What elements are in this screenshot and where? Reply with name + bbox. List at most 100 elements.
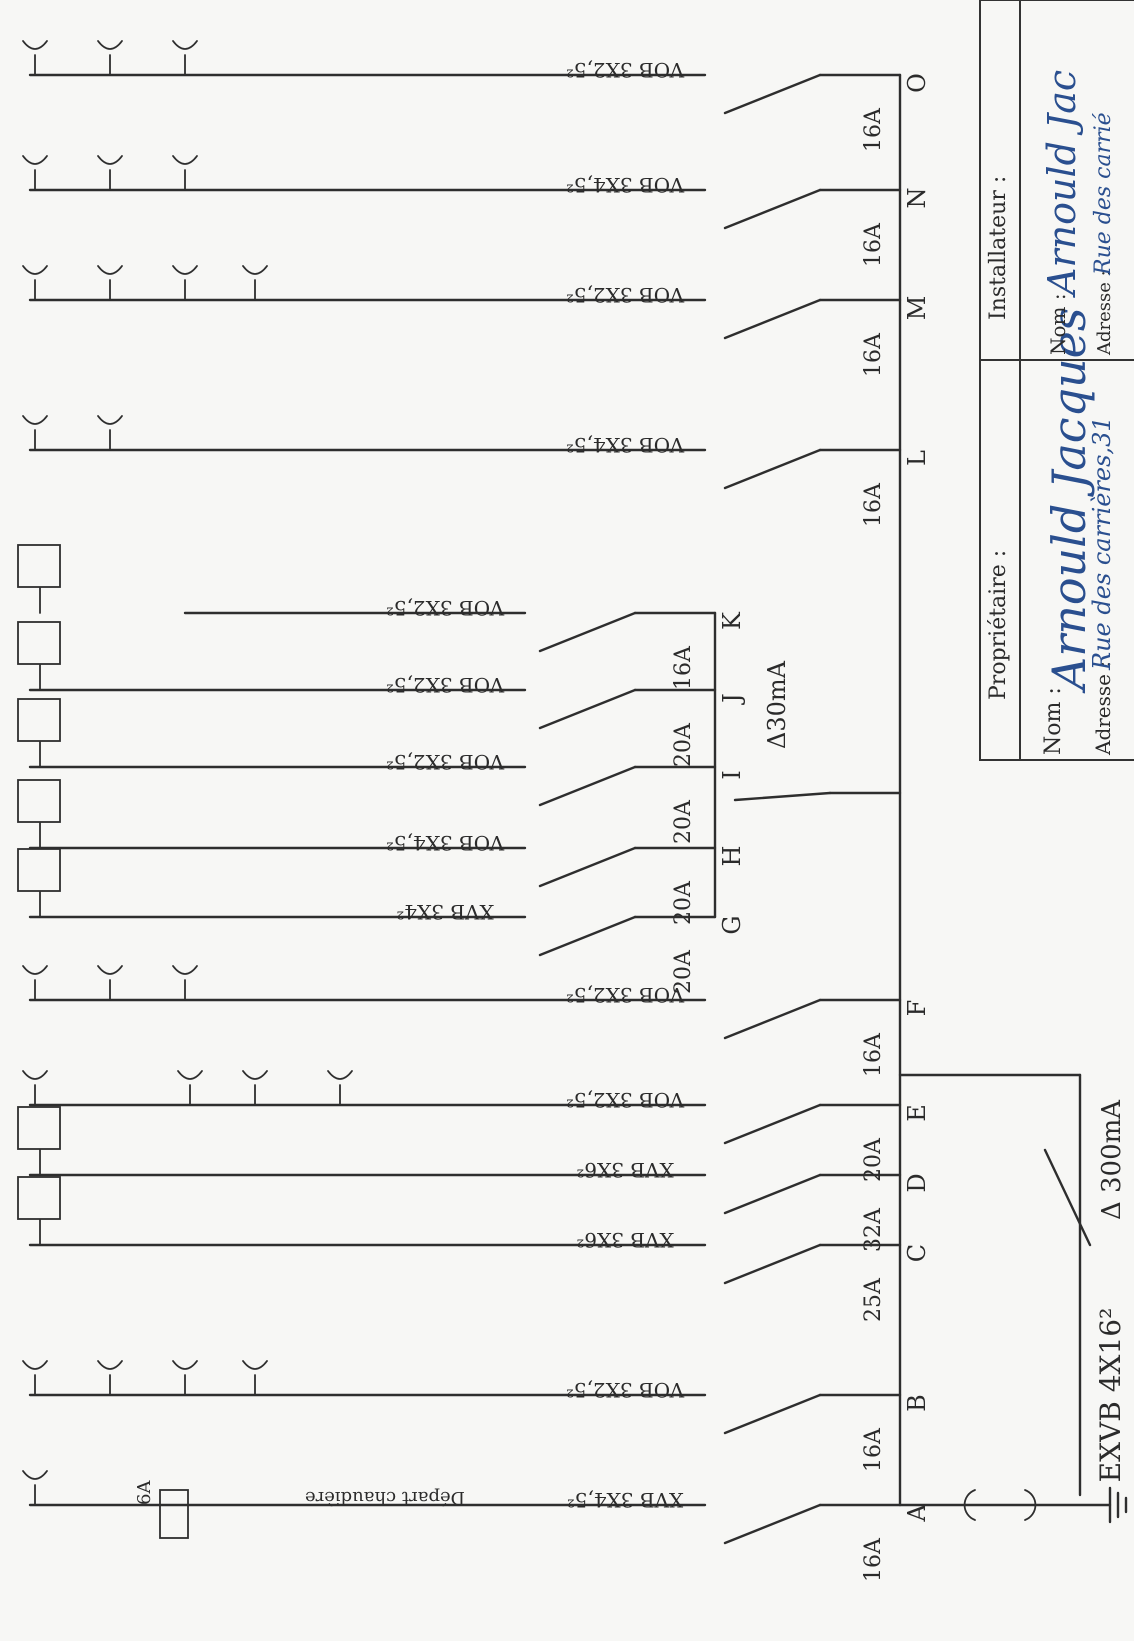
breaker-switch <box>723 1503 822 1545</box>
breaker-switch <box>723 73 822 115</box>
main-differential-label: Δ 300mA <box>1097 1099 1127 1220</box>
circuit-letter: N <box>903 188 931 209</box>
breaker-switch <box>538 611 637 653</box>
breaker-switch <box>723 188 822 230</box>
circuit-letter: J <box>718 693 746 706</box>
cable-spec: VOB 3X2,5² <box>566 1378 685 1402</box>
breaker-switch <box>723 998 822 1040</box>
breaker-rating: 20A <box>671 949 696 994</box>
breaker-rating: 16A <box>861 1537 886 1582</box>
title-block: Propriétaire : Installateur : Nom : Arno… <box>979 0 1134 761</box>
socket-outlet-icon <box>242 1360 268 1396</box>
breaker-rating: 16A <box>671 645 696 690</box>
cable-spec: VOB 3X2,5² <box>386 673 505 697</box>
breaker-rating: 20A <box>671 880 696 925</box>
breaker-switch <box>723 448 822 490</box>
installer-address: Rue des carrié <box>1091 112 1116 276</box>
circuit-g: G 20A XVB 3X4² <box>17 848 746 994</box>
socket-outlet-icon <box>327 1070 353 1106</box>
cable-spec: XVB 3X4,5² <box>567 1488 684 1512</box>
circuit-letter: G <box>718 915 746 934</box>
socket-outlet-icon <box>97 40 123 76</box>
appliance-icon <box>17 1106 61 1176</box>
circuit-letter: A <box>903 1504 931 1523</box>
socket-outlet-icon <box>22 40 48 76</box>
breaker-switch <box>723 298 822 340</box>
circuit-i: I 20A VOB 3X2,5² <box>17 698 746 844</box>
circuit-letter: E <box>903 1104 931 1122</box>
cable-spec: XVB 3X6² <box>576 1158 673 1182</box>
cable-spec: VOB 3X2,5² <box>566 1088 685 1112</box>
cable-spec: VOB 3X4,5² <box>566 433 685 457</box>
breaker-rating: 20A <box>671 722 696 767</box>
breaker-rating: 16A <box>861 1032 886 1077</box>
circuit-j: J 20A VOB 3X2,5² <box>17 621 746 767</box>
breaker-switch <box>538 846 637 888</box>
breaker-rating: 16A <box>861 107 886 152</box>
circuit-e: E 20A VOB 3X2,5² <box>22 1070 931 1182</box>
installer-address-label: Adresse : <box>1094 270 1115 356</box>
sub-differential-label: Δ30mA <box>763 660 791 749</box>
breaker-switch <box>538 915 637 957</box>
socket-outlet-icon <box>242 265 268 301</box>
breaker-rating: 16A <box>861 222 886 267</box>
appliance-icon <box>17 698 61 768</box>
socket-outlet-icon <box>172 265 198 301</box>
installer-name-label: Nom : <box>1046 293 1070 355</box>
cable-spec: VOB 3X2,5² <box>566 983 685 1007</box>
socket-outlet-icon <box>177 1070 203 1106</box>
breaker-rating: 20A <box>671 799 696 844</box>
earth-coil-icon <box>963 1489 1037 1521</box>
cable-spec: XVB 3X4² <box>396 900 493 924</box>
circuit-letter: L <box>903 450 931 466</box>
sub-differential-switch <box>733 791 832 802</box>
appliance-icon <box>17 779 61 849</box>
socket-outlet-icon <box>97 155 123 191</box>
cable-spec: VOB 3X4,5² <box>566 173 685 197</box>
main-cable-label: EXVB 4X16² <box>1094 1308 1127 1483</box>
boiler-label: Départ chaudière <box>305 1487 465 1508</box>
circuit-letter: I <box>718 770 746 779</box>
appliance-icon <box>17 848 61 918</box>
socket-outlet-icon <box>97 965 123 1001</box>
breaker-rating: 16A <box>861 332 886 377</box>
socket-outlet-icon <box>22 155 48 191</box>
cable-spec: XVB 3X6² <box>576 1228 673 1252</box>
circuit-letter: H <box>718 846 746 867</box>
socket-outlet-icon <box>22 1470 48 1506</box>
owner-address: Rue des carrières,31 <box>1088 416 1116 671</box>
boiler-fuse-icon <box>159 1489 189 1539</box>
breaker-rating: 20A <box>861 1137 886 1182</box>
appliance-icon <box>17 621 61 691</box>
breaker-rating: 32A <box>861 1207 886 1252</box>
socket-outlet-icon <box>172 155 198 191</box>
breaker-rating: 16A <box>861 482 886 527</box>
socket-outlet-icon <box>242 1070 268 1106</box>
socket-outlet-icon <box>97 265 123 301</box>
breaker-switch <box>723 1173 822 1215</box>
owner-name-label: Nom : <box>1041 687 1066 755</box>
main-differential-switch <box>1043 1148 1092 1247</box>
socket-outlet-icon <box>172 965 198 1001</box>
socket-outlet-icon <box>22 1360 48 1396</box>
cable-spec: VOB 3X2,5² <box>386 750 505 774</box>
cable-spec: VOB 3X4,5² <box>386 831 505 855</box>
socket-outlet-icon <box>172 40 198 76</box>
circuit-letter: K <box>718 611 746 630</box>
circuit-letter: B <box>903 1394 931 1412</box>
owner-heading: Propriétaire : <box>986 550 1011 700</box>
socket-outlet-icon <box>97 415 123 451</box>
circuit-letter: D <box>903 1173 931 1192</box>
socket-outlet-icon <box>22 415 48 451</box>
socket-outlet-icon <box>22 965 48 1001</box>
cable-spec: VOB 3X2,5² <box>566 58 685 82</box>
breaker-switch <box>538 765 637 807</box>
installer-name: Arnould Jac <box>1040 70 1084 298</box>
